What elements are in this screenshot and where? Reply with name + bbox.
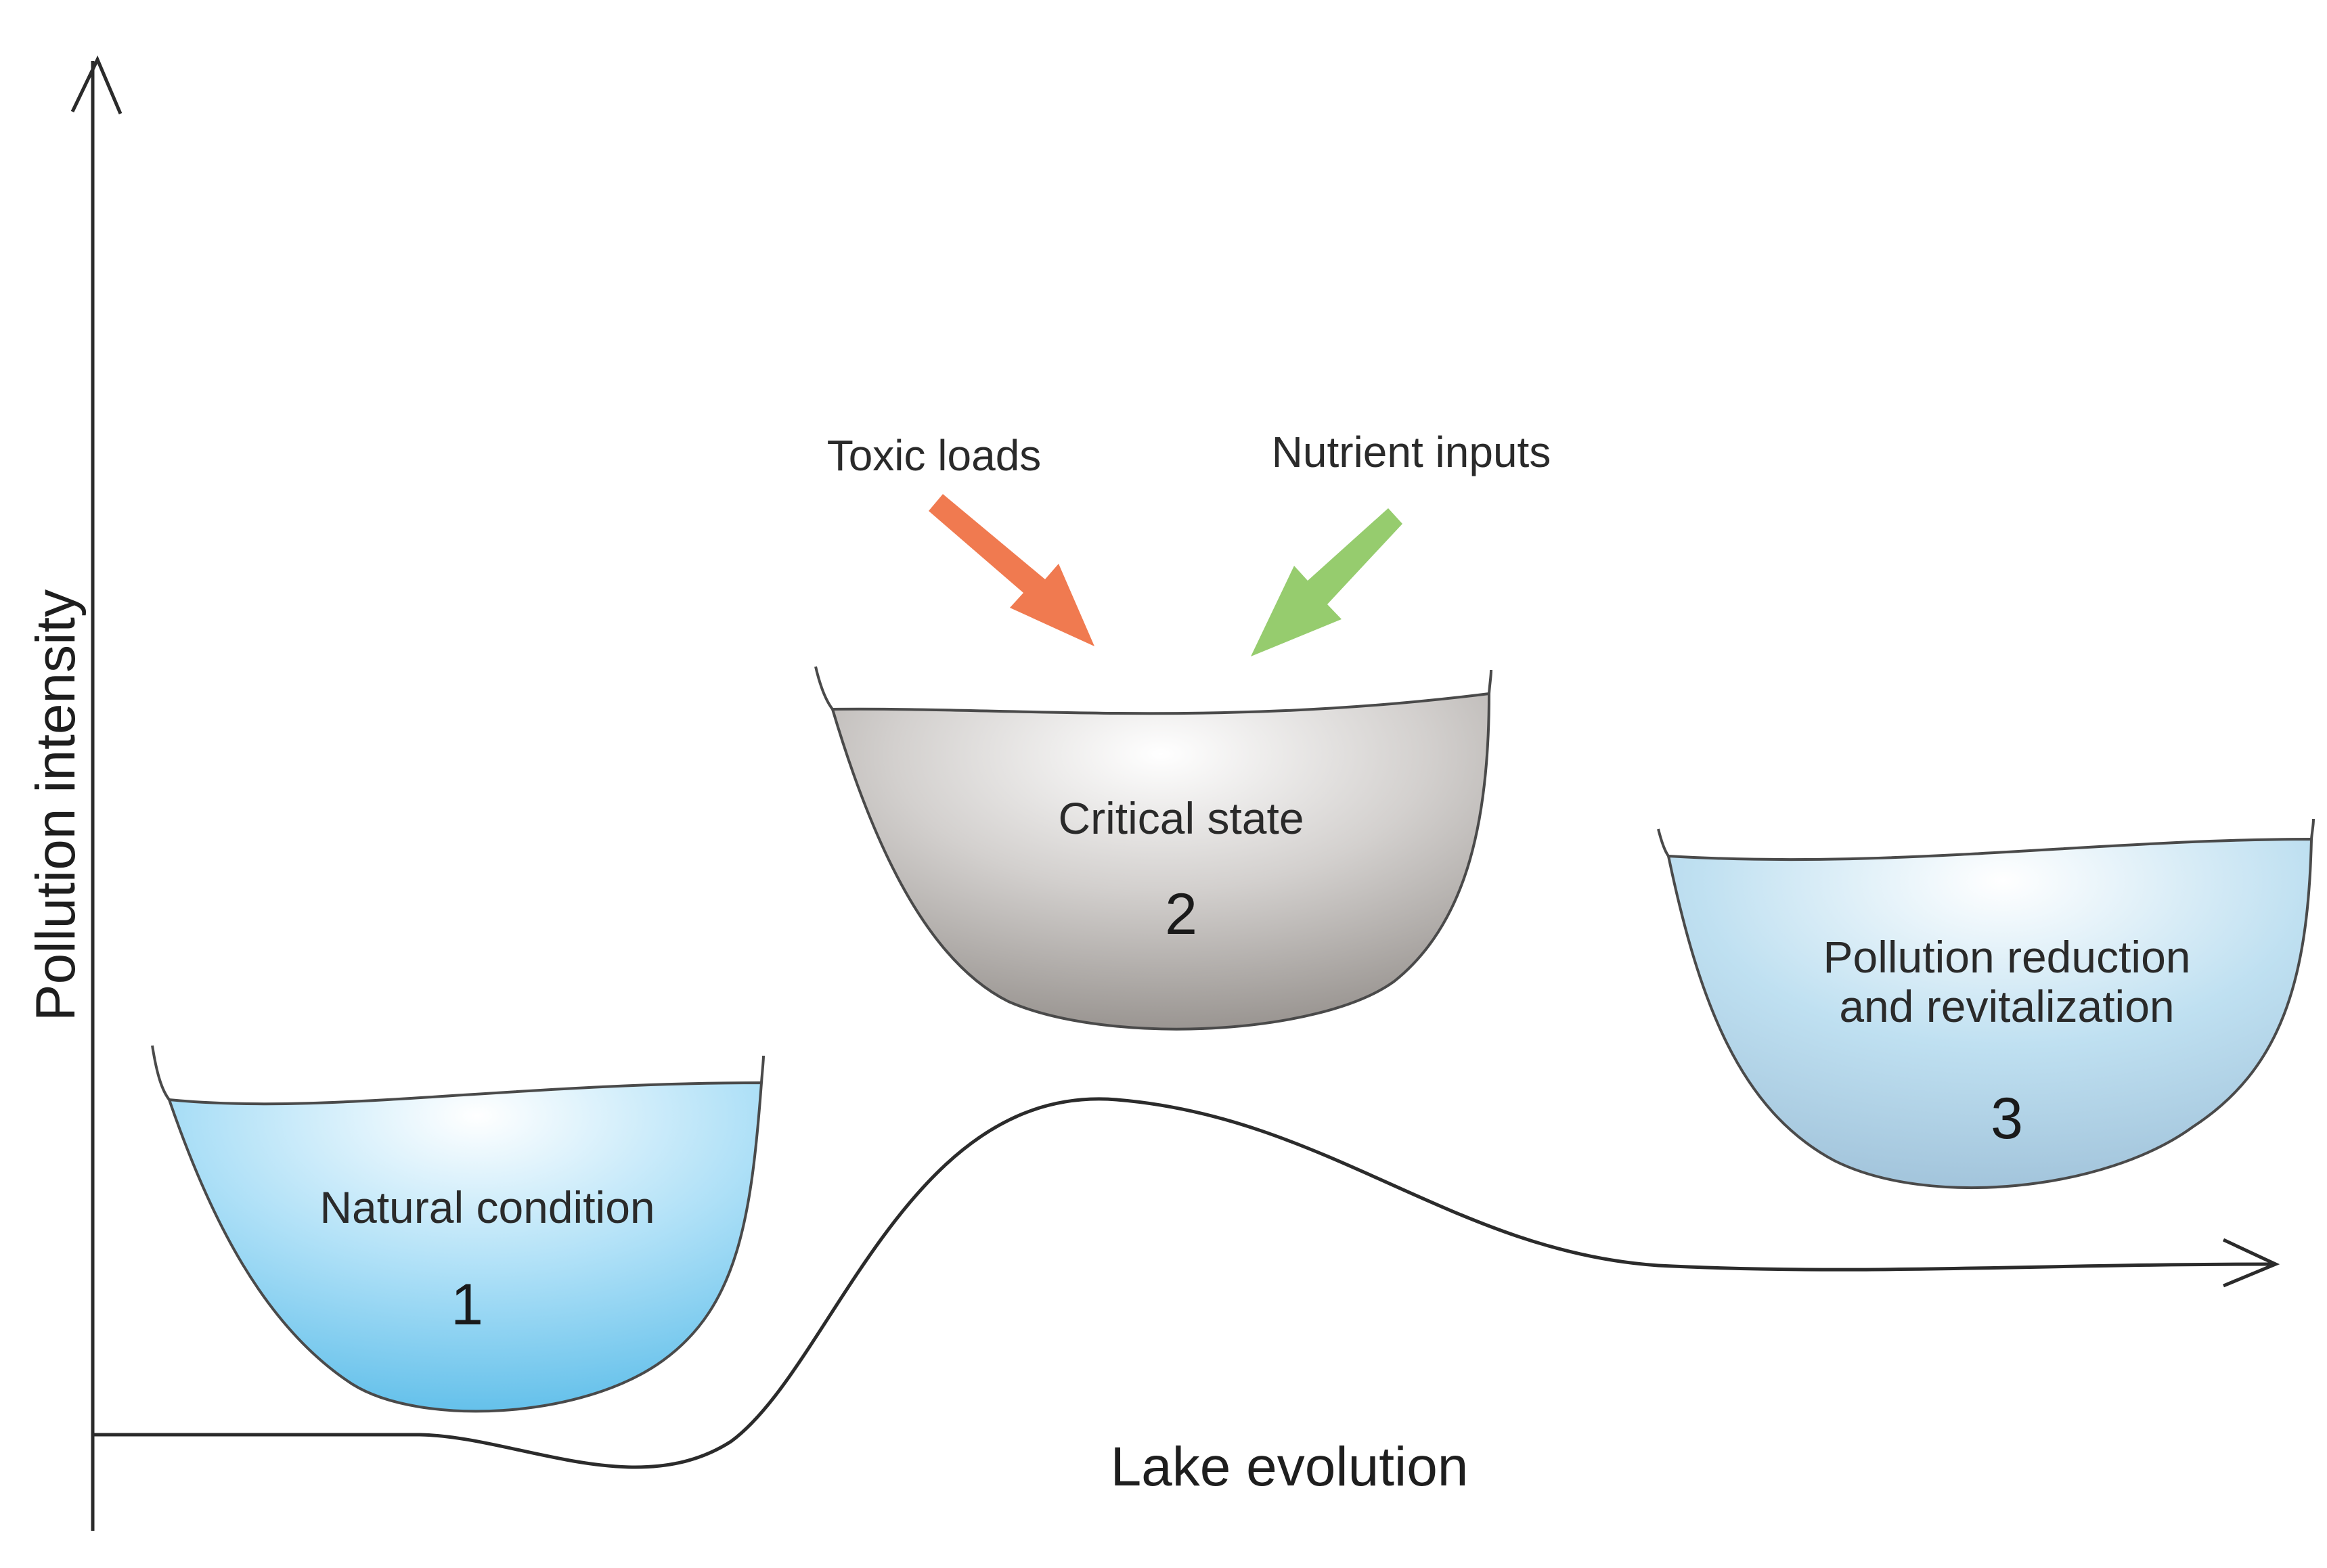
x-axis-title: Lake evolution	[1111, 1436, 1469, 1498]
lake-1-rim	[151, 1045, 765, 1101]
pollution-evolution-curve	[93, 1097, 2275, 1469]
lake-3-title-line-1: Pollution reduction	[1823, 932, 2190, 982]
lake-2-rim	[814, 666, 1492, 711]
y-axis-title: Pollution intensity	[25, 589, 87, 1021]
x-axis-arrowhead	[2222, 1238, 2280, 1288]
lake-1-natural-condition: Natural condition 1	[151, 1045, 765, 1413]
lake-2-number: 2	[1165, 882, 1197, 947]
toxic-loads-arrow-icon	[929, 494, 1094, 646]
lake-3-number: 3	[1991, 1086, 2023, 1151]
lake-3-basin	[1666, 837, 2313, 1189]
lake-2-basin	[830, 692, 1491, 1031]
lake-3-title-line-2: and revitalization	[1839, 981, 2174, 1031]
lake-1-number: 1	[451, 1272, 483, 1337]
y-axis-arrowhead	[70, 55, 123, 114]
toxic-loads-label: Toxic loads	[827, 431, 1042, 480]
lake-1-title: Natural condition	[319, 1182, 655, 1232]
lake-2-title: Critical state	[1058, 793, 1304, 843]
lake-1-basin	[167, 1081, 763, 1413]
nutrient-inputs-label: Nutrient inputs	[1272, 428, 1551, 476]
lake-3-rim	[1657, 818, 2315, 857]
lake-2-critical-state: Critical state 2	[814, 666, 1492, 1031]
lake-3-revitalization: Pollution reduction and revitalization 3	[1657, 818, 2315, 1189]
nutrient-inputs-arrow-icon	[1251, 508, 1402, 656]
